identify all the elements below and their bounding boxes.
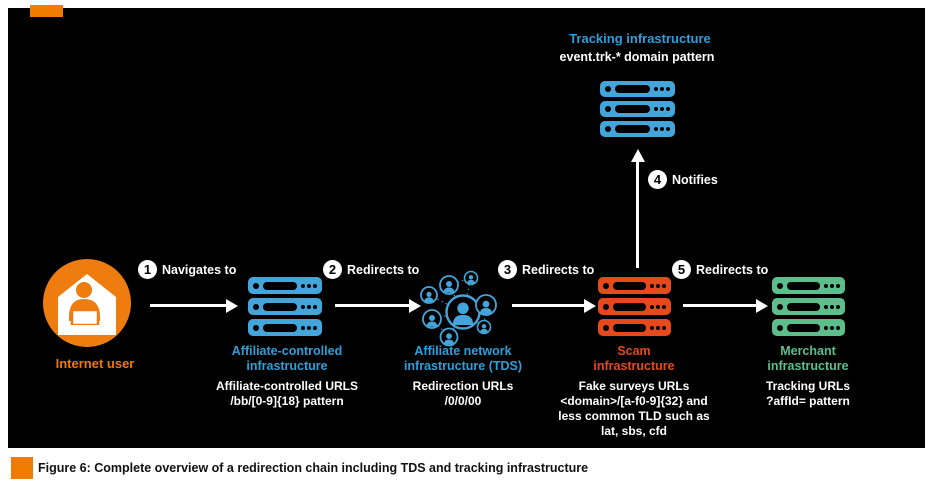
step-label-5: Redirects to [696, 263, 769, 277]
server-row [600, 101, 675, 117]
server-row [598, 298, 671, 315]
arrow-5-head [756, 299, 768, 313]
step-label-2: Redirects to [347, 263, 420, 277]
affiliate-urls-text: Affiliate-controlled URLS /bb/[0-9]{18} … [215, 379, 358, 408]
internet-user-icon [43, 259, 131, 347]
tracking-servers-icon [600, 81, 675, 137]
server-row [600, 121, 675, 137]
server-row [772, 298, 845, 315]
arrow-2-shaft [335, 304, 409, 307]
notify-arrow-shaft [636, 162, 639, 268]
arrow-3-head [584, 299, 596, 313]
affiliate-network-icon [420, 270, 497, 347]
arrow-5-shaft [683, 304, 756, 307]
step-label-3: Redirects to [522, 263, 595, 277]
tds-urls-text: Redirection URLs /0/0/00 [412, 379, 514, 408]
arrow-2-head [409, 299, 421, 313]
server-row [248, 277, 322, 294]
server-row [600, 81, 675, 97]
internet-user-label: Internet user [55, 356, 135, 371]
step-badge-2: 2 [323, 260, 342, 279]
server-row [598, 319, 671, 336]
scam-servers-icon [598, 277, 671, 336]
tracking-title: Tracking infrastructure [569, 31, 711, 46]
arrow-3-shaft [512, 304, 584, 307]
merchant-urls-text: Tracking URLs ?affId= pattern [765, 379, 851, 408]
brand-bar [30, 5, 63, 17]
server-row [248, 319, 322, 336]
arrow-1-head [226, 299, 238, 313]
scam-urls-text: Fake surveys URLs <domain>/[a-f0-9]{32} … [558, 379, 710, 438]
step-label-1: Navigates to [162, 263, 237, 277]
step-label-4: Notifies [672, 173, 718, 187]
diagram-canvas: Tracking infrastructure event.trk-* doma… [8, 8, 925, 448]
tds-title: Affiliate network infrastructure (TDS) [403, 344, 523, 373]
server-row [772, 277, 845, 294]
server-row [248, 298, 322, 315]
scam-title: Scam infrastructure [593, 344, 675, 373]
server-row [598, 277, 671, 294]
step-badge-4: 4 [648, 170, 667, 189]
affiliate-title: Affiliate-controlled infrastructure [231, 344, 343, 373]
notify-arrow-head [631, 149, 645, 162]
step-badge-1: 1 [138, 260, 157, 279]
merchant-servers-icon [772, 277, 845, 336]
tracking-subtitle: event.trk-* domain pattern [559, 50, 715, 64]
step-badge-3: 3 [498, 260, 517, 279]
arrow-1-shaft [150, 304, 226, 307]
figure-caption: Figure 6: Complete overview of a redirec… [38, 461, 589, 475]
server-row [772, 319, 845, 336]
step-badge-5: 5 [672, 260, 691, 279]
caption-marker-square [11, 457, 33, 479]
affiliate-servers-icon [248, 277, 322, 336]
merchant-title: Merchant infrastructure [767, 344, 849, 373]
